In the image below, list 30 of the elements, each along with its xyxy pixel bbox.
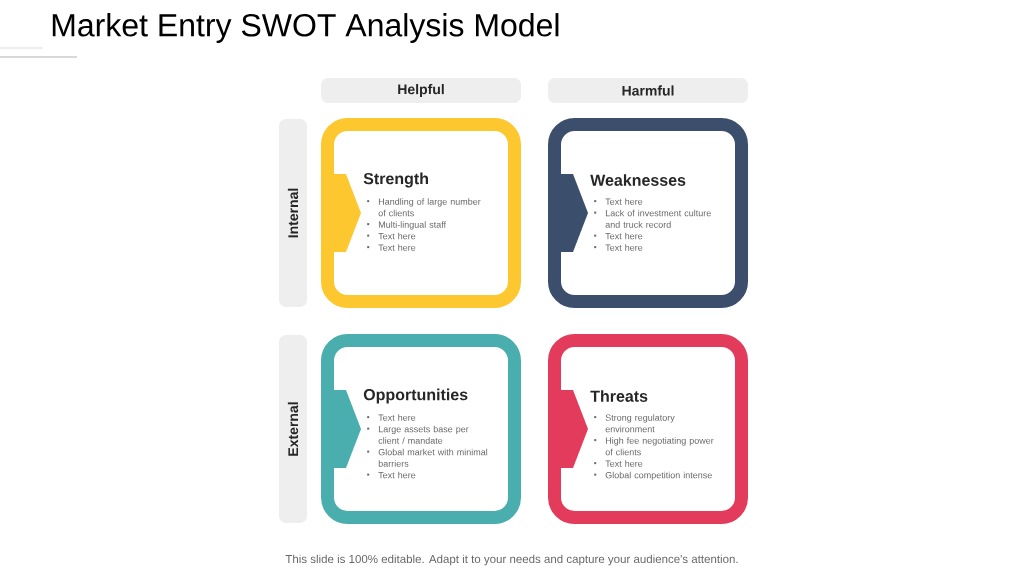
quadrant-heading: Opportunities bbox=[363, 388, 468, 404]
quadrant-box bbox=[321, 334, 521, 524]
bullet-item: Text here bbox=[594, 460, 643, 467]
bullet-item: Text here bbox=[367, 244, 416, 251]
bullet-item: Multi-lingual staff bbox=[367, 221, 447, 230]
bullet-item: Text here bbox=[367, 414, 416, 421]
quadrant-heading: Strength bbox=[363, 172, 428, 188]
bullet-item: High fee negotiating power of clients bbox=[594, 437, 714, 456]
caption: This slide is 100% editable. Adapt it to your needs and capture your audience's attention. bbox=[285, 554, 738, 566]
bullet-item: Text here bbox=[594, 198, 643, 205]
column-header: Helpful bbox=[321, 78, 521, 103]
bullet-item: Handling of large number of clients bbox=[367, 198, 481, 217]
quadrant-box bbox=[548, 118, 748, 308]
bullet-item: Text here bbox=[594, 232, 643, 240]
bullet-item: Text here bbox=[367, 232, 416, 240]
title: Market Entry SWOT Analysis Model bbox=[52, 13, 559, 43]
quadrant-box bbox=[548, 334, 748, 524]
bullet-item: Text here bbox=[367, 471, 416, 479]
bullet-item: Large assets base per client / mandate bbox=[367, 425, 469, 444]
bullet-item: Strong regulatory environment bbox=[594, 414, 675, 433]
bullet-item: Global market with minimal barriers bbox=[367, 448, 488, 467]
row-header: External bbox=[279, 335, 307, 523]
row-header: Internal bbox=[279, 119, 307, 307]
bullet-item: Text here bbox=[594, 244, 643, 251]
bullet-item: Lack of investment culture and truck record bbox=[594, 209, 711, 228]
quadrant-heading: Weaknesses bbox=[590, 174, 686, 186]
quadrant-box bbox=[321, 118, 521, 308]
column-header: Harmful bbox=[548, 78, 748, 103]
bullet-item: Global competition intense bbox=[594, 471, 712, 481]
quadrant-heading: Threats bbox=[590, 390, 648, 402]
